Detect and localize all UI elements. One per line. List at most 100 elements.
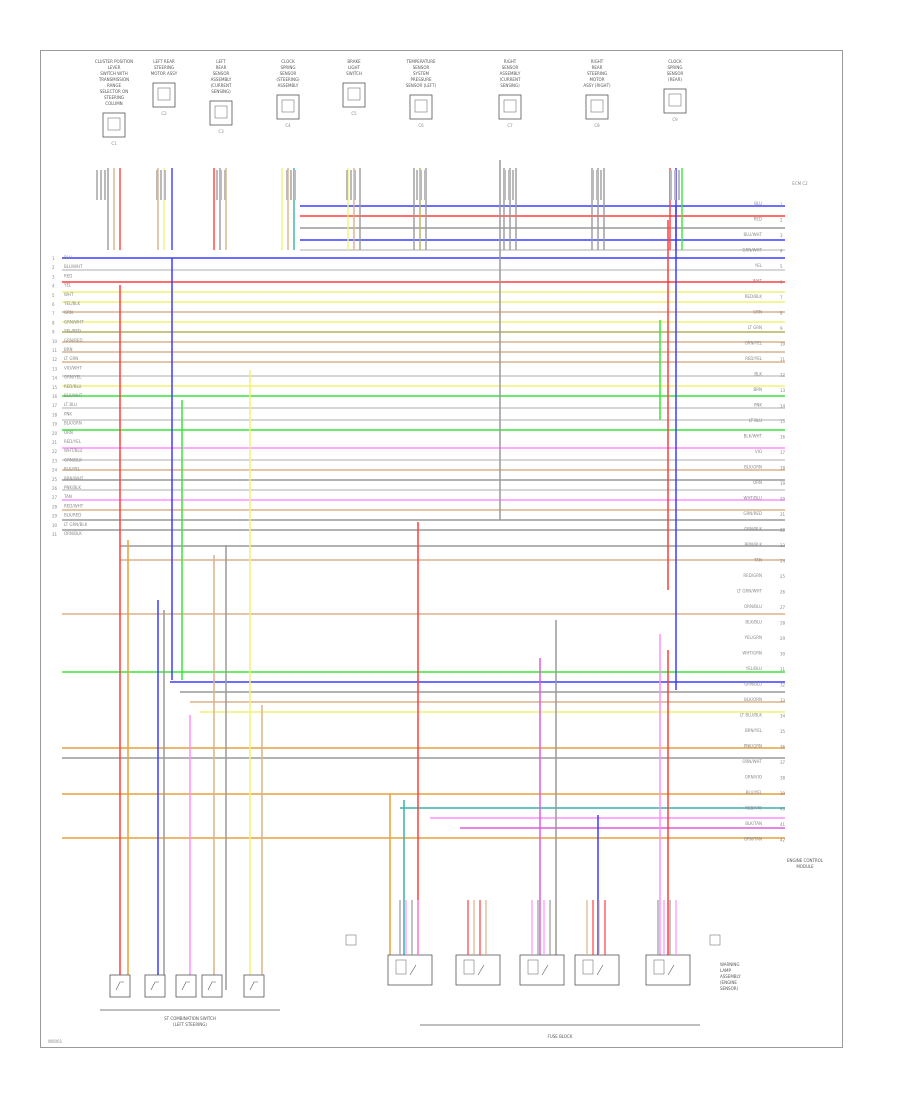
top-component-label: SENSOR	[213, 71, 230, 76]
right-pin-label: BLK	[754, 372, 762, 377]
bottom-right-component-label: LAMP	[720, 968, 732, 973]
component-symbol	[503, 99, 517, 113]
right-pin-number: 19	[780, 481, 786, 486]
connector-pin	[674, 170, 676, 200]
right-pin-number: 9	[780, 326, 783, 331]
connector-pin	[350, 170, 352, 200]
right-pin-number: 1	[780, 202, 783, 207]
left-pin-number: 22	[52, 449, 58, 454]
top-component-label: SENSOR	[667, 71, 684, 76]
ground-symbol	[709, 934, 721, 946]
right-pin-number: 20	[780, 497, 786, 502]
bottom-switch-box	[243, 974, 265, 998]
right-pin-number: 18	[780, 466, 786, 471]
left-pin-label: BRN/WHT	[64, 476, 84, 481]
relay-symbol	[527, 959, 539, 975]
top-component-label: RIGHT	[591, 59, 604, 64]
connector-id: C6	[418, 123, 424, 128]
connector-pin	[164, 170, 166, 200]
connector-pin	[354, 170, 356, 200]
left-pin-label: LT GRN/BLK	[64, 522, 88, 527]
left-pin-label: BLU/WHT	[64, 264, 83, 269]
connector-pin	[96, 170, 98, 200]
top-component-label: SPRING	[667, 65, 682, 70]
right-pin-label: ORN	[753, 480, 762, 485]
bottom-relay-box	[455, 954, 501, 986]
top-component-label: LIGHT	[348, 65, 361, 70]
right-pin-label: GRN/BLK	[744, 527, 762, 532]
connector-pin	[294, 170, 296, 200]
connector-pin	[678, 170, 680, 200]
connector-pin	[100, 170, 102, 200]
right-pin-number: 37	[780, 760, 786, 765]
connector-pin	[504, 170, 506, 200]
top-component-label: (CURRENT	[211, 83, 232, 88]
left-pin-label: RED/WHT	[64, 503, 84, 508]
right-pin-label: BLK/GRN	[744, 465, 762, 470]
left-pin-number: 4	[52, 284, 55, 289]
left-pin-label: PNK	[64, 411, 72, 416]
right-pin-label: GRN/YEL	[745, 341, 763, 346]
left-pin-number: 19	[52, 422, 58, 427]
connector-pin	[416, 170, 418, 200]
connector-pin	[216, 170, 218, 200]
component-symbol	[214, 105, 228, 119]
left-pin-number: 26	[52, 486, 58, 491]
left-pin-label: WHT	[64, 292, 74, 297]
right-pin-number: 41	[780, 822, 786, 827]
bottom-switch-box	[175, 974, 197, 998]
right-pin-label: WHT/GRN	[742, 651, 762, 656]
top-component-label: ASSY (RIGHT)	[583, 83, 611, 88]
top-component-label: RIGHT	[504, 59, 517, 64]
left-pin-label: RED	[64, 273, 72, 278]
relay-symbol	[395, 959, 407, 975]
right-pin-label: LT GRN	[748, 325, 762, 330]
connector-id: C7	[507, 123, 513, 128]
left-pin-number: 16	[52, 394, 58, 399]
connector-id: C2	[161, 111, 167, 116]
connector-pin	[160, 170, 162, 200]
bottom-switch-box	[109, 974, 131, 998]
top-component-label: RANGE	[107, 83, 121, 88]
top-component-label: ASSEMBLY	[211, 77, 232, 82]
connector-id: C4	[285, 123, 291, 128]
bottom-right-component-label: ASSEMBLY	[720, 974, 741, 979]
right-pin-number: 11	[780, 357, 786, 362]
left-pin-label: WHT/BLU	[64, 448, 83, 453]
left-pin-number: 24	[52, 468, 58, 473]
left-pin-number: 17	[52, 403, 58, 408]
right-pin-label: RED/BLK	[745, 294, 763, 299]
left-pin-number: 29	[52, 514, 58, 519]
right-pin-label: BLK/BLU	[745, 620, 762, 625]
right-pin-label: LT BLU	[749, 418, 762, 423]
right-pin-number: 36	[780, 745, 786, 750]
right-pin-number: 40	[780, 807, 786, 812]
left-pin-number: 2	[52, 265, 55, 270]
right-pin-number: 24	[780, 559, 786, 564]
bottom-left-label: (LEFT STEERING)	[173, 1022, 207, 1027]
top-component-label: LEFT REAR	[153, 59, 175, 64]
left-pin-number: 25	[52, 477, 58, 482]
left-pin-number: 3	[52, 274, 55, 279]
right-pin-label: VIO	[755, 449, 762, 454]
top-component-label: SYSTEM	[413, 71, 429, 76]
left-pin-number: 10	[52, 339, 58, 344]
ground-symbol	[345, 934, 357, 946]
right-pin-label: YEL/BLU	[745, 666, 762, 671]
left-pin-label: BLU	[64, 255, 72, 260]
bottom-right-component-label: (ENGINE	[720, 980, 737, 985]
left-pin-label: BLK/GRN	[64, 421, 82, 426]
top-component-label: SWITCH	[346, 71, 362, 76]
right-pin-label: BLK/WHT	[744, 434, 763, 439]
connector-id: C1	[111, 141, 117, 146]
top-component-label: SENSOR	[502, 65, 519, 70]
left-pin-number: 30	[52, 523, 58, 528]
right-pin-number: 33	[780, 698, 786, 703]
right-pin-label: BLU	[754, 201, 762, 206]
left-pin-label: YEL/BLK	[63, 301, 81, 306]
right-pin-number: 35	[780, 729, 786, 734]
top-component-label: REAR	[592, 65, 603, 70]
right-pin-label: GRN/VIO	[745, 775, 762, 780]
top-component-label: (REAR)	[668, 77, 682, 82]
top-component-label: PRESSURE	[410, 77, 432, 82]
